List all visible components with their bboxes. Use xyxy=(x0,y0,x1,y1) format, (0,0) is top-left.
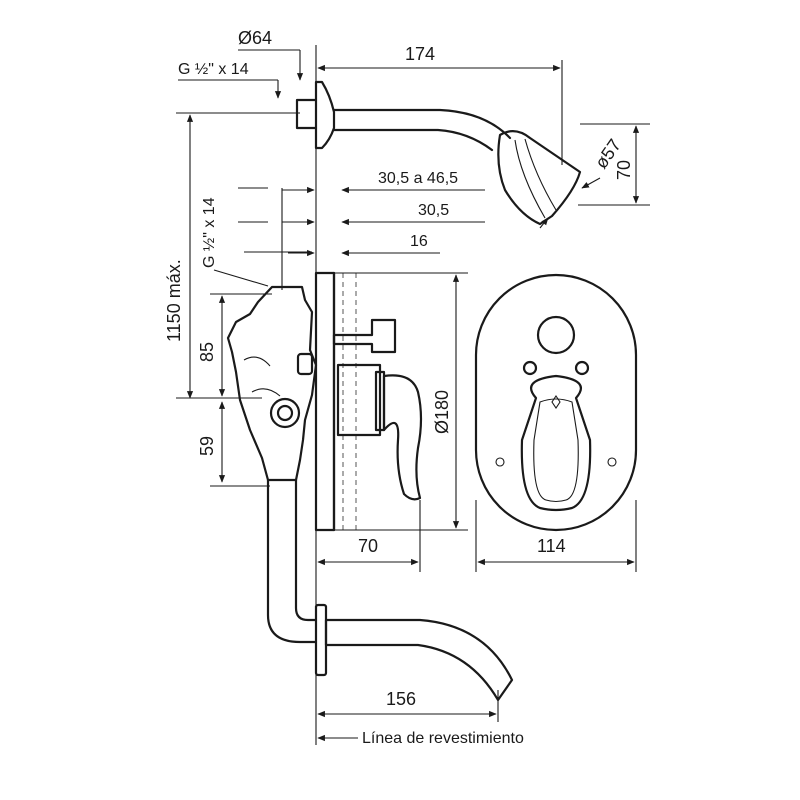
handle-mark xyxy=(551,395,561,409)
dimension-lines xyxy=(176,49,650,742)
dim-height-max: 1150 máx. xyxy=(164,259,184,342)
lever-handle xyxy=(382,374,423,501)
dim-depth-range: 30,5 a 46,5 xyxy=(378,170,458,187)
dim-inlet-height: 85 xyxy=(197,342,217,362)
screw-left xyxy=(522,360,538,376)
valve-body-group xyxy=(226,271,423,644)
dim-plate-width: 114 xyxy=(537,536,566,556)
spout-group xyxy=(314,603,514,702)
spout-flange xyxy=(314,603,328,677)
wall-box xyxy=(314,271,336,532)
screw-bottom-left xyxy=(495,457,505,467)
handle-front-inner xyxy=(533,398,579,503)
shower-head-rim xyxy=(514,138,557,219)
dim-inlet-thread: G ½" x 14 xyxy=(201,197,218,268)
dim-shower-height: 70 xyxy=(614,160,634,180)
dim-head-diameter: Ø64 xyxy=(238,28,272,48)
diverter-hole xyxy=(536,315,576,355)
escutcheon-plate xyxy=(474,273,638,532)
handle-front xyxy=(520,374,592,512)
outlet-port xyxy=(269,397,301,429)
dim-plate-diameter: Ø180 xyxy=(432,390,452,434)
wall-flange xyxy=(314,80,336,150)
screw-right xyxy=(574,360,590,376)
dim-arm-thread: G ½" x 14 xyxy=(178,61,249,78)
dim-depth-min: 30,5 xyxy=(418,202,449,219)
spout xyxy=(324,618,514,702)
dim-depth-body: 16 xyxy=(410,233,428,250)
dim-spout-length: 156 xyxy=(386,689,416,709)
inlet-nut xyxy=(296,352,314,376)
cartridge xyxy=(336,363,382,437)
shower-arm-group xyxy=(295,80,582,226)
diverter-knob xyxy=(332,318,397,354)
dim-handle-projection: 70 xyxy=(358,536,378,556)
outlet-port-inner xyxy=(276,404,294,422)
shower-arm xyxy=(332,108,512,152)
arm-nut xyxy=(295,98,318,130)
mixer-detail xyxy=(243,356,281,397)
mixer-casting xyxy=(226,285,318,482)
dim-arm-length: 174 xyxy=(405,44,435,64)
screw-bottom-right xyxy=(607,457,617,467)
label-finish-line: Línea de revestimiento xyxy=(362,730,524,747)
dim-outlet-height: 59 xyxy=(197,436,217,456)
shower-head xyxy=(497,130,582,226)
front-view-group xyxy=(474,273,638,532)
down-pipe xyxy=(266,478,318,644)
